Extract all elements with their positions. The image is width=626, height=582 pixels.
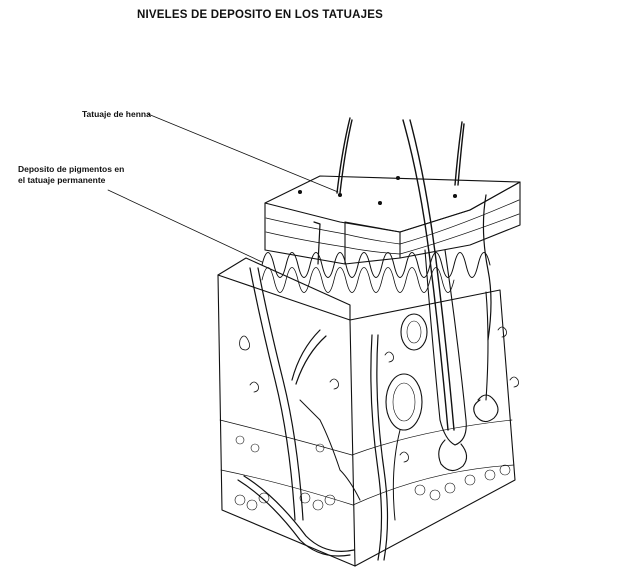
- surface-pores: [297, 175, 458, 206]
- label-permanent-line2: el tatuaje permanente: [18, 175, 106, 185]
- sebaceous-gland: [385, 313, 428, 431]
- blood-vessels: [237, 194, 492, 561]
- label-permanent-tattoo: Deposito de pigmentos en el tatuaje perm…: [18, 164, 124, 186]
- hair-strands: [336, 117, 465, 431]
- leader-line-permanent: [107, 189, 263, 263]
- label-henna-tattoo: Tatuaje de henna: [82, 109, 151, 119]
- upper-skin-block: [261, 175, 521, 293]
- lower-skin-block: [217, 257, 516, 567]
- label-permanent-line1: Deposito de pigmentos en: [18, 164, 125, 174]
- capillary-loops: [239, 326, 519, 463]
- diagram-title: NIVELES DE DEPOSITO EN LOS TATUAJES: [137, 9, 383, 21]
- fat-cell-clusters: [234, 435, 511, 511]
- leader-line-henna: [147, 113, 339, 193]
- hair-follicle: [424, 249, 468, 472]
- nerve-branches: [299, 399, 401, 521]
- sweat-gland: [473, 291, 499, 423]
